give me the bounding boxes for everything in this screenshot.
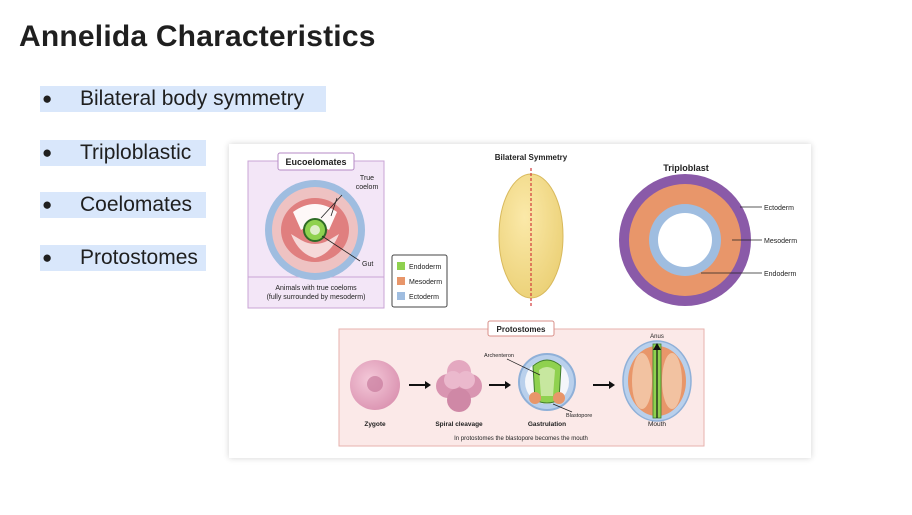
true-coelom-label: coelom [356,184,379,191]
gastrulation-label: Gastrulation [528,421,566,428]
arrow-icon [425,381,431,389]
protostomes-title-box [487,320,555,337]
triploblast-title: Triploblast [663,163,709,173]
bullet-marker: ● [42,248,53,267]
arrow-icon [609,381,615,389]
bilateral-title: Bilateral Symmetry [495,153,568,162]
true-coelom-cavity [293,204,337,230]
legend-ectoderm: Ectoderm [409,294,439,301]
bilateral-symmetry-panel: Bilateral Symmetry [495,153,568,306]
legend-mesoderm: Mesoderm [409,279,442,286]
bullet-text: Coelomates [80,193,193,216]
bullet-text: Protostomes [80,246,198,269]
mouth-label: Mouth [648,421,666,428]
triploblast-panel: Triploblast Ectoderm Mesoderm Endoderm [619,163,797,306]
bullet-marker: ● [42,195,53,214]
zygote-label: Zygote [364,421,386,428]
bullet-text: Bilateral body symmetry [80,87,305,110]
bullet-marker: ● [42,89,53,108]
spiral-cleavage-label: Spiral cleavage [435,421,483,428]
legend-swatch-endoderm [397,262,405,270]
protostomes-title: Protostomes [497,325,546,334]
eucoelomates-caption: Animals with true coeloms [275,285,357,292]
gut-label: Gut [362,261,373,268]
biology-figure: Eucoelomates True coelom Gut Animals wit… [229,144,811,458]
arrow-up-icon [653,343,661,350]
gastrula-embryo [518,353,576,411]
true-coelom-label: True [360,175,374,182]
endoderm-label: Endoderm [764,271,796,278]
eucoelomates-caption: (fully surrounded by mesoderm) [267,294,366,301]
ectoderm-label: Ectoderm [764,205,794,212]
protostomes-caption: In protostomes the blastopore becomes th… [454,436,588,442]
figure-canvas: Eucoelomates True coelom Gut Animals wit… [247,152,797,447]
bullet-item: ● Bilateral body symmetry [40,86,326,112]
archenteron-label: Archenteron [484,353,514,359]
eucoelomates-title-box [277,152,355,171]
legend-endoderm: Endoderm [409,264,441,271]
bullet-item: ● Protostomes [40,245,206,271]
eucoelomates-title: Eucoelomates [285,157,346,167]
eucoelomates-panel: Eucoelomates True coelom Gut Animals wit… [247,152,385,309]
spiral-cleavage-embryo [436,360,482,412]
legend-swatch-mesoderm [397,277,405,285]
anus-label: Anus [650,334,664,340]
blastopore-label: Blastopore [566,413,592,419]
germ-layer-legend: Endoderm Mesoderm Ectoderm [391,254,448,308]
bullet-text: Triploblastic [80,141,192,164]
bullet-item: ● Coelomates [40,192,206,218]
arrow-icon [505,381,511,389]
protostomes-panel: Protostomes Zygote Spiral cleavage [338,320,705,447]
mesoderm-label: Mesoderm [764,238,797,245]
legend-box [391,254,448,308]
bullet-marker: ● [42,143,53,162]
bullet-item: ● Triploblastic [40,140,206,166]
legend-swatch-ectoderm [397,292,405,300]
slide-title: Annelida Characteristics [19,20,376,53]
